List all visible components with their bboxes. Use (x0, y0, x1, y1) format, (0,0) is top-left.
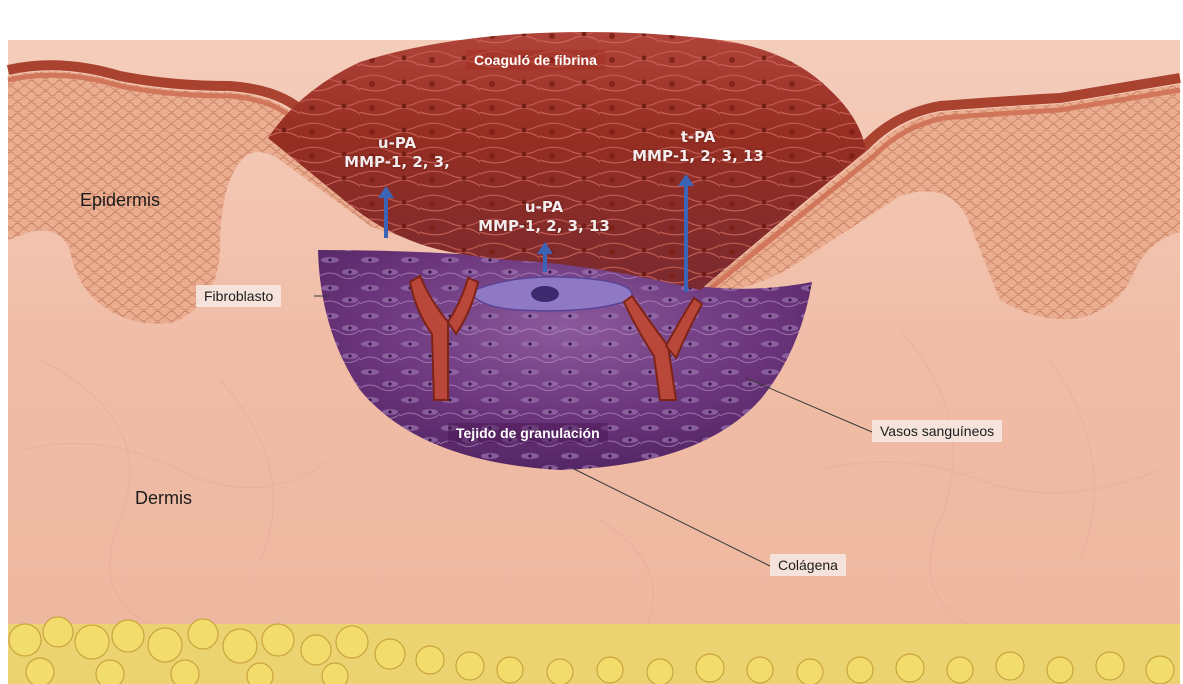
molecule-group-center: u-PA MMP-1, 2, 3, 13 (454, 198, 634, 236)
mmp-label: MMP-1, 2, 3, 13 (608, 147, 788, 166)
mmp-label: MMP-1, 2, 3, (332, 153, 462, 172)
dermis-label: Dermis (135, 488, 192, 509)
molecule-group-left: u-PA MMP-1, 2, 3, (332, 134, 462, 172)
granulation-tissue-label: Tejido de granulación (448, 423, 608, 443)
fat-layer (8, 617, 1180, 684)
fibrin-clot-label: Coaguló de fibrina (466, 50, 605, 70)
enzyme-label: u-PA (332, 134, 462, 153)
molecule-group-right: t-PA MMP-1, 2, 3, 13 (608, 128, 788, 166)
mmp-label: MMP-1, 2, 3, 13 (454, 217, 634, 236)
enzyme-label: t-PA (608, 128, 788, 147)
collagen-label: Colágena (770, 554, 846, 576)
blood-vessels-label: Vasos sanguíneos (872, 420, 1002, 442)
fibroblast-label: Fibroblasto (196, 285, 281, 307)
enzyme-label: u-PA (454, 198, 634, 217)
epidermis-label: Epidermis (80, 190, 160, 211)
